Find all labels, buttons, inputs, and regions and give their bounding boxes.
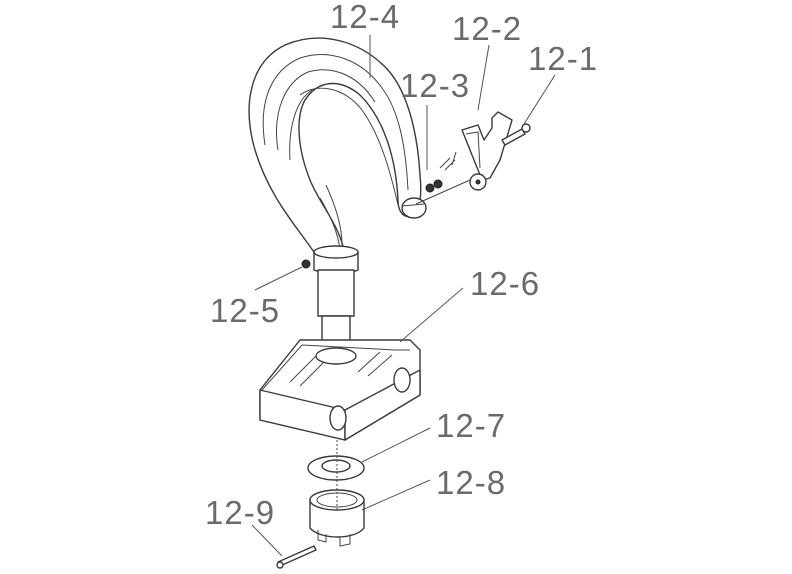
slotted-nut <box>309 489 365 547</box>
label-12-6: 12-6 <box>470 265 540 302</box>
label-12-8: 12-8 <box>436 464 506 501</box>
label-12-9: 12-9 <box>205 494 275 531</box>
label-12-3: 12-3 <box>400 67 470 104</box>
label-12-7: 12-7 <box>436 407 506 444</box>
washer <box>307 455 365 481</box>
safety-latch <box>461 111 513 191</box>
label-12-5: 12-5 <box>210 292 280 329</box>
leader-lines <box>251 35 556 557</box>
part-labels: 12-4 12-2 12-1 12-3 12-5 12-6 12-7 12-8 … <box>205 0 598 531</box>
hook-body <box>248 37 427 276</box>
grease-nipple <box>301 259 311 269</box>
label-12-4: 12-4 <box>330 0 400 35</box>
split-pin <box>276 545 317 569</box>
latch-spring <box>425 151 457 193</box>
latch-axis <box>415 179 471 205</box>
label-12-2: 12-2 <box>452 10 522 47</box>
bolt <box>501 123 531 146</box>
crosshead-block <box>259 339 421 441</box>
label-12-1: 12-1 <box>528 40 598 77</box>
